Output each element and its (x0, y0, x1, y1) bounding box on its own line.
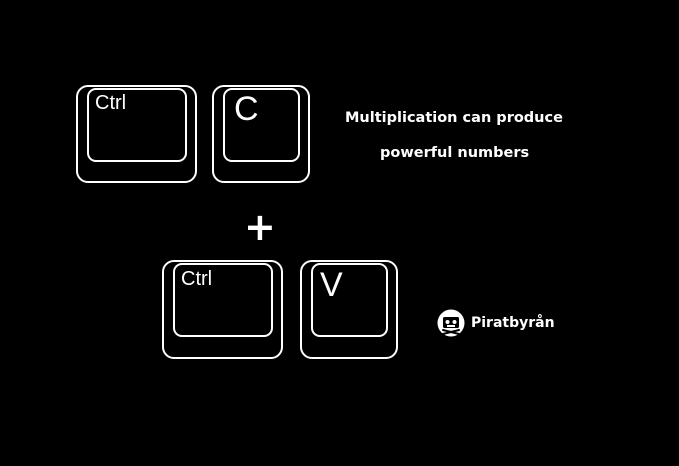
c-key-outline (212, 85, 310, 183)
v-key-face (311, 263, 388, 337)
brand: Piratbyrån (437, 309, 555, 337)
v-key: V (300, 260, 398, 359)
ctrl-key-top-outline (76, 85, 197, 183)
ctrl-key-bottom-outline (162, 260, 283, 359)
tagline-line-1: Multiplication can produce (345, 110, 563, 126)
ctrl-key-bottom-face (173, 263, 273, 337)
c-key-label: C (234, 90, 259, 128)
ctrl-key-bottom-label: Ctrl (181, 268, 213, 290)
c-key-face (223, 88, 300, 162)
tagline-line-2: powerful numbers (380, 145, 530, 161)
ctrl-key-top-face (87, 88, 187, 162)
brand-name: Piratbyrån (471, 315, 555, 331)
v-key-outline (300, 260, 398, 359)
ctrl-key-bottom: Ctrl (162, 260, 283, 359)
ctrl-key-top: Ctrl (76, 85, 197, 183)
ctrl-key-top-label: Ctrl (95, 92, 127, 114)
pirate-cassette-icon (437, 309, 465, 337)
plus-sign: + (244, 205, 276, 249)
c-key: C (212, 85, 310, 183)
v-key-label: V (320, 266, 343, 304)
